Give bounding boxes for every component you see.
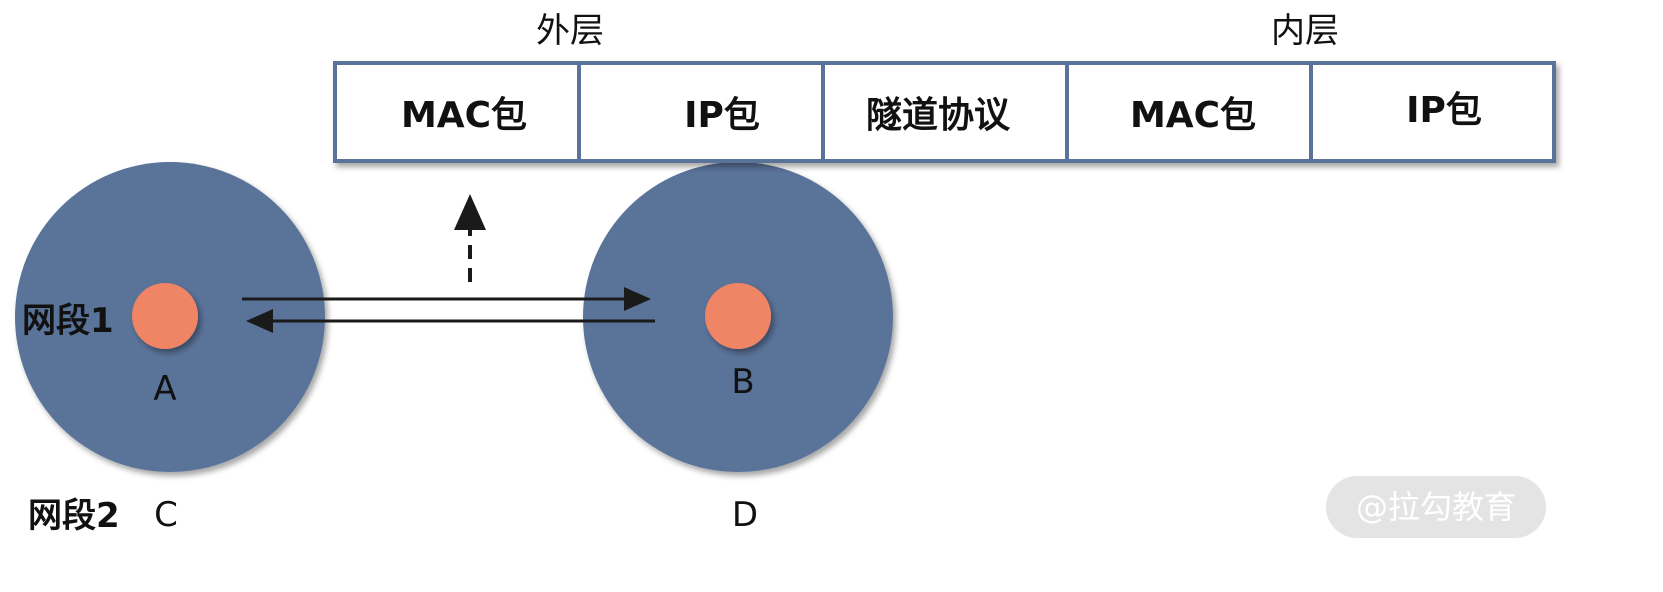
outer-layer-label: 外层 <box>536 11 604 51</box>
node-d-label: D <box>732 495 758 535</box>
watermark-badge <box>1326 476 1546 538</box>
packet-cell-label: 隧道协议 <box>866 95 1011 136</box>
packet-frame <box>333 61 1556 163</box>
host-b-label: B <box>731 362 754 402</box>
packet-cell-inner-mac <box>1065 61 1313 163</box>
host-a-label: A <box>153 369 176 409</box>
packet-cell-outer-mac <box>333 61 581 163</box>
packet-cell-label: IP包 <box>1406 90 1482 131</box>
packet-cell-label: MAC包 <box>401 95 527 136</box>
segment-1-label: 网段1 <box>22 301 114 341</box>
watermark-text: @拉勾教育 <box>1356 488 1516 526</box>
packet-cell-label: IP包 <box>684 95 760 136</box>
host-a-dot <box>132 283 198 349</box>
packet-cell-inner-ip <box>1309 61 1556 163</box>
host-b-dot <box>705 283 771 349</box>
packet-cell-tunnel-protocol <box>821 61 1069 163</box>
inner-layer-label: 内层 <box>1271 11 1339 51</box>
segment-2-label: 网段2 <box>28 496 120 536</box>
node-c-label: C <box>154 495 178 535</box>
packet-cell-label: MAC包 <box>1130 95 1256 136</box>
